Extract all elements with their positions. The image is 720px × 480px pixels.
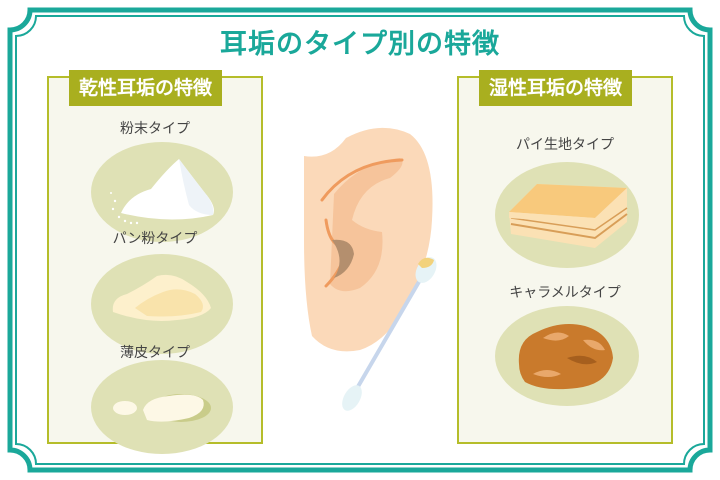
item-label-thin-flake: 薄皮タイプ	[120, 345, 190, 361]
item-label-powder: 粉末タイプ	[120, 121, 190, 137]
item-label-caramel: キャラメルタイプ	[509, 285, 621, 301]
breadcrumb-icon	[112, 274, 211, 321]
caramel-icon	[518, 324, 613, 390]
item-label-pie-crust: パイ生地タイプ	[516, 137, 614, 153]
ear-icon	[304, 127, 433, 352]
powder-icon	[110, 159, 214, 225]
dry-earwax-panel: 乾性耳垢の特徴 粉末タイプ パン粉タイプ 薄皮タイプ	[47, 70, 263, 454]
dry-panel-header: 乾性耳垢の特徴	[69, 70, 223, 106]
item-label-breadcrumb: パン粉タイプ	[112, 231, 198, 247]
ear-illustration	[304, 127, 437, 411]
page-title: 耳垢のタイプ別の特徴	[220, 29, 500, 60]
thin-flake-icon	[113, 394, 211, 422]
pie-crust-icon	[509, 184, 628, 248]
cotton-swab-icon	[342, 257, 437, 411]
wet-earwax-panel: 湿性耳垢の特徴 パイ生地タイプ キャラメルタイプ	[457, 70, 673, 444]
wet-panel-header: 湿性耳垢の特徴	[479, 70, 633, 106]
